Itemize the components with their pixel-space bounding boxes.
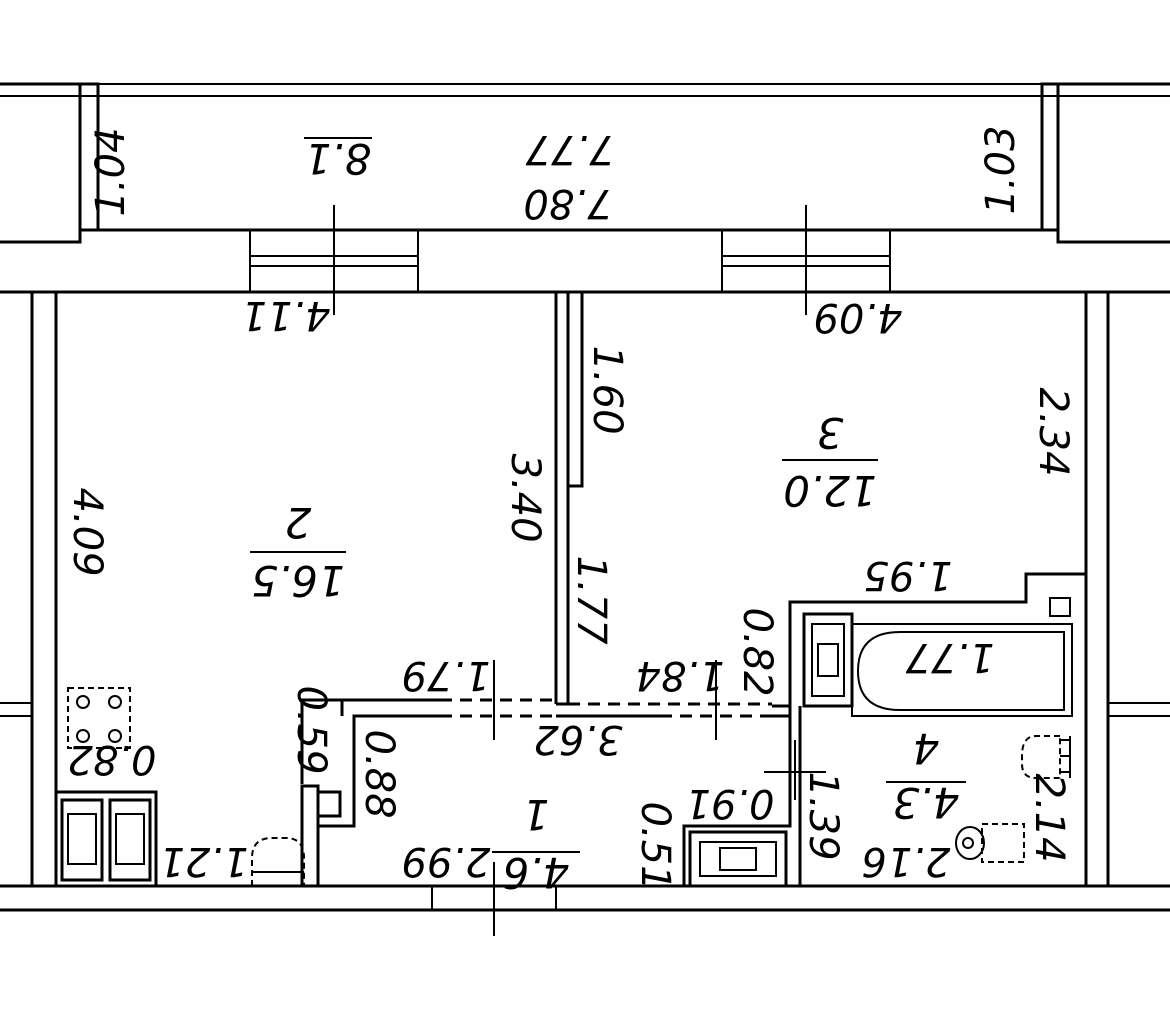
dim-room3-upper-left: 1.60 — [584, 345, 630, 434]
dim-room3-bottom: 1.95 — [863, 552, 952, 598]
chair-icon — [251, 837, 305, 886]
dim-room2-right: 3.40 — [502, 453, 548, 542]
room-labels: 8.1 16.5 2 12.0 3 4.6 1 4.3 4 — [250, 134, 966, 897]
dim-kitchen-stove: 0.82 — [67, 736, 156, 782]
room-2-area-label: 16.5 — [251, 556, 345, 605]
bathtub-icon — [851, 623, 1073, 717]
sink-icon — [1021, 735, 1061, 779]
dim-room2-left: 4.09 — [64, 487, 110, 576]
dim-bath-tub: 1.77 — [905, 634, 995, 680]
dim-bath-right: 2.14 — [1026, 773, 1072, 862]
dim-hall-mid: 3.62 — [533, 716, 622, 762]
hall-cabinet-icon — [688, 830, 788, 888]
dimension-labels: 1.04 7.77 7.80 1.03 4.11 4.09 3.40 4.09 … — [64, 125, 1076, 890]
kitchen-cabinet-icon — [54, 790, 158, 888]
dim-hall-niche-w: 0.91 — [685, 780, 774, 826]
door-openings — [440, 660, 826, 826]
room-3-number-label: 3 — [817, 408, 844, 457]
dim-balcony-top: 7.77 — [525, 126, 615, 172]
room-4-area-label: 4.3 — [893, 778, 960, 827]
window-wall — [0, 205, 1170, 315]
dim-room2-top: 4.11 — [241, 292, 330, 338]
dim-hall-top-left: 1.79 — [401, 652, 490, 698]
dim-bath-bottom: 2.16 — [861, 838, 950, 884]
dim-room3-lower-left: 1.77 — [568, 555, 614, 645]
dim-bath-door: 0.82 — [734, 607, 780, 696]
room-4-number-label: 4 — [913, 724, 940, 773]
dim-balcony-bottom: 7.80 — [523, 180, 612, 226]
interior-walls — [300, 292, 1086, 886]
dim-balcony-left: 1.04 — [88, 127, 134, 216]
room-3-area-label: 12.0 — [783, 466, 877, 515]
dim-room3-right: 2.34 — [1030, 387, 1076, 476]
dim-hall-top-right: 1.84 — [635, 652, 724, 698]
dim-kitchen-counter: 1.21 — [159, 838, 248, 884]
dim-hall-niche-h: 0.51 — [632, 801, 678, 890]
room-2-number-label: 2 — [285, 498, 312, 547]
balcony-area-label: 8.1 — [305, 134, 372, 183]
dim-hall-left-upper: 0.59 — [288, 685, 334, 774]
meter-box-icon — [316, 790, 342, 818]
fixtures — [54, 597, 1073, 888]
dim-balcony-right: 1.03 — [978, 125, 1024, 214]
room-1-number-label: 1 — [523, 790, 550, 839]
vent-icon — [1049, 597, 1071, 617]
dim-hall-bottom: 2.99 — [401, 838, 490, 884]
dim-bath-left: 1.39 — [800, 771, 846, 860]
dim-hall-left-lower: 0.88 — [356, 729, 402, 818]
room-1-area-label: 4.6 — [503, 848, 570, 897]
toilet-icon — [981, 823, 1025, 863]
dim-room3-top: 4.09 — [813, 294, 902, 340]
outer-walls — [0, 290, 1170, 936]
stove-icon — [67, 687, 131, 749]
